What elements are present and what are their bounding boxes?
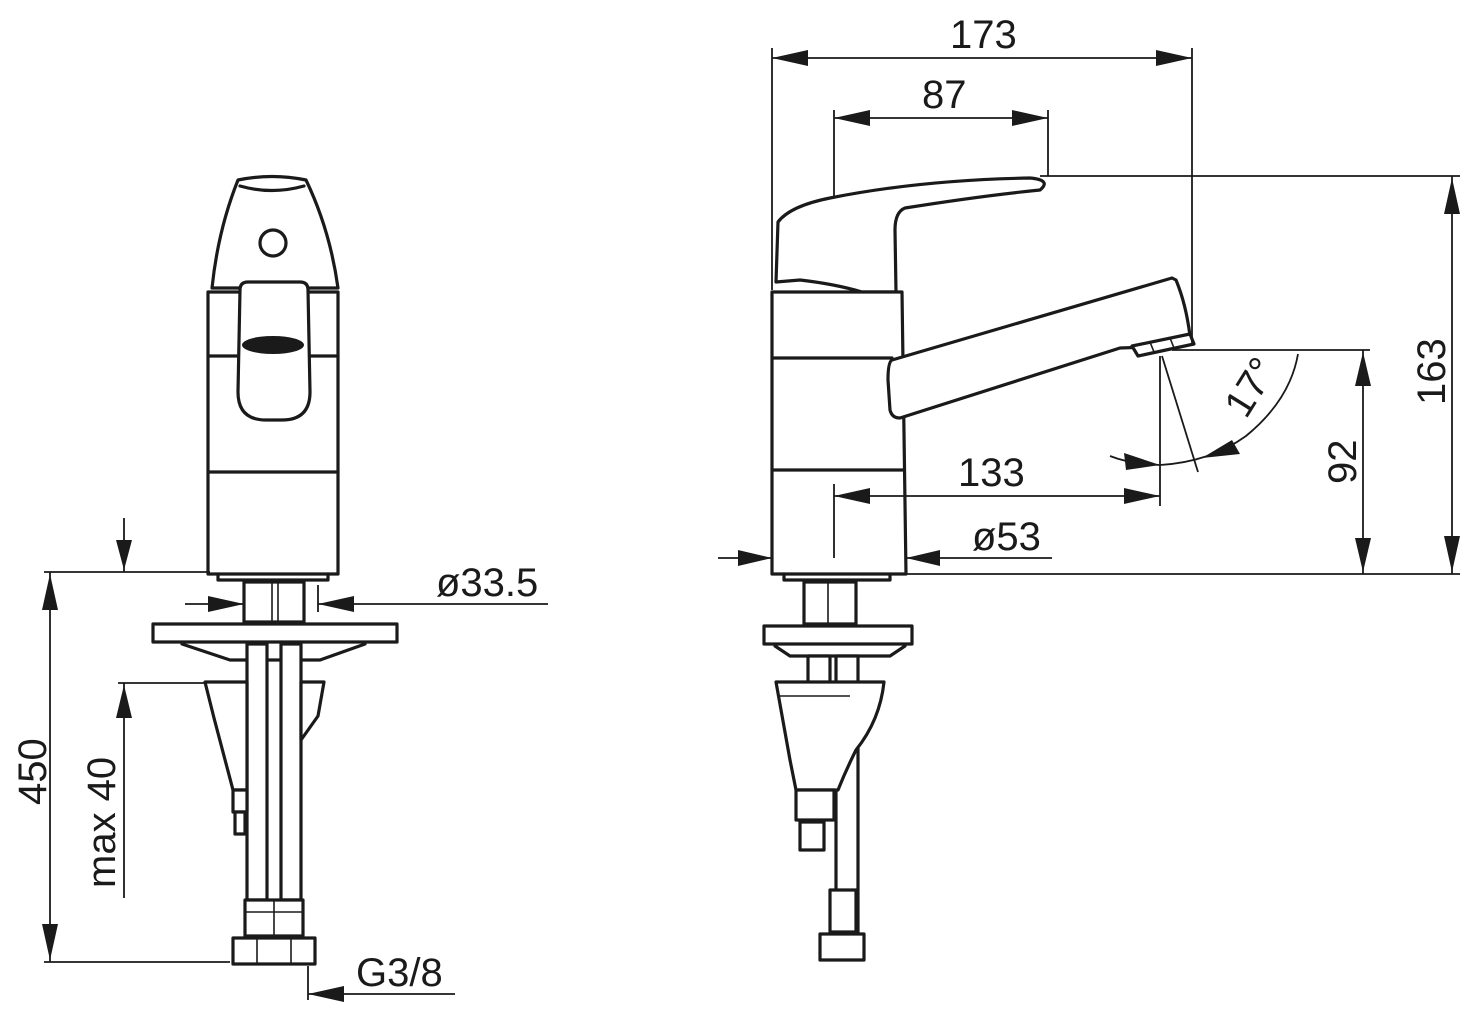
front-dimensions: ø33.5 450 max 40 G3/8 bbox=[11, 518, 548, 1002]
dim-lever-angle: 17° bbox=[1216, 350, 1285, 425]
dim-overall-height: 163 bbox=[1410, 338, 1454, 405]
dim-spout-reach: 133 bbox=[958, 451, 1025, 495]
dim-max-deck-thickness: max 40 bbox=[80, 757, 124, 888]
front-mounting bbox=[151, 580, 399, 966]
dim-body-diameter: ø53 bbox=[972, 515, 1041, 559]
dim-connection-diameter: ø33.5 bbox=[436, 561, 538, 605]
dim-overall-depth: 173 bbox=[950, 13, 1017, 57]
front-body bbox=[206, 280, 340, 582]
dim-thread: G3/8 bbox=[356, 951, 443, 995]
aerator-outlet bbox=[242, 336, 304, 354]
dim-lever-reach: 87 bbox=[922, 73, 967, 117]
front-view bbox=[151, 174, 399, 966]
side-lever bbox=[774, 176, 1046, 294]
dim-hose-length: 450 bbox=[11, 738, 55, 805]
indicator-dot-icon bbox=[258, 228, 288, 258]
side-clamp bbox=[774, 680, 886, 792]
side-spout bbox=[886, 276, 1192, 420]
side-body bbox=[770, 290, 908, 576]
dim-spout-height: 92 bbox=[1321, 440, 1365, 485]
side-view bbox=[762, 176, 1196, 962]
front-lever-head bbox=[210, 174, 340, 290]
